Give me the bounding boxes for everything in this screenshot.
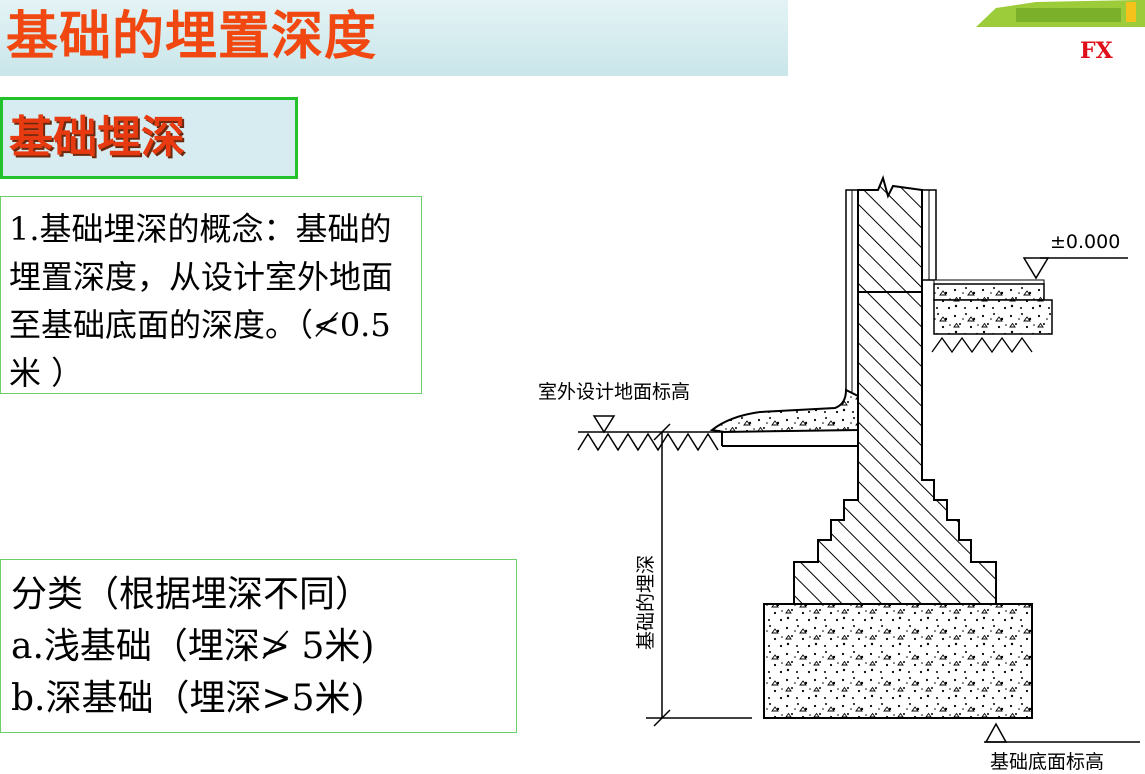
bottom-elevation-label: 基础底面标高: [990, 751, 1104, 773]
interior-floor-layers: [931, 279, 1053, 354]
exterior-apron: [709, 388, 859, 434]
page-title: 基础的埋置深度: [6, 6, 378, 67]
shallow-foundation-item: a.浅基础（埋深≯ 5米): [11, 626, 375, 667]
outdoor-level-marker: [592, 415, 616, 434]
exterior-ground: [577, 431, 722, 452]
depth-dimension: [646, 423, 752, 727]
floor-level-marker: [1022, 257, 1128, 280]
classification-heading: 分类（根据埋深不同）: [11, 574, 372, 615]
foundation-section-diagram: 室外设计地面标高 ±0.000 基础的埋深 基础底面标高: [538, 174, 1140, 773]
logo-banner: [976, 0, 1145, 27]
depth-label: 基础的埋深: [635, 555, 657, 650]
concrete-base: [763, 603, 1033, 719]
corner-code: FX: [1080, 38, 1113, 64]
definition-box: 1.基础埋深的概念：基础的埋置深度，从设计室外地面至基础底面的深度。（≮0.5米…: [0, 196, 422, 394]
title-bar: 基础的埋置深度: [0, 0, 788, 76]
section-title: 基础埋深: [9, 112, 185, 163]
classification-box: 分类（根据埋深不同） a.浅基础（埋深≯ 5米) b.深基础（埋深>5米): [0, 559, 517, 733]
definition-text: 1.基础埋深的概念：基础的埋置深度，从设计室外地面至基础底面的深度。（≮0.5米…: [9, 210, 394, 392]
section-title-box: 基础埋深: [0, 97, 298, 179]
wall-right-face: [921, 189, 937, 281]
wall-and-stepped-footing: [793, 174, 997, 605]
floor-elevation-label: ±0.000: [1050, 231, 1120, 253]
deep-foundation-item: b.深基础（埋深>5米): [11, 678, 365, 719]
wall-brick-face: [845, 189, 859, 397]
outdoor-ground-label: 室外设计地面标高: [538, 381, 690, 403]
bottom-level-marker: [984, 722, 1140, 743]
